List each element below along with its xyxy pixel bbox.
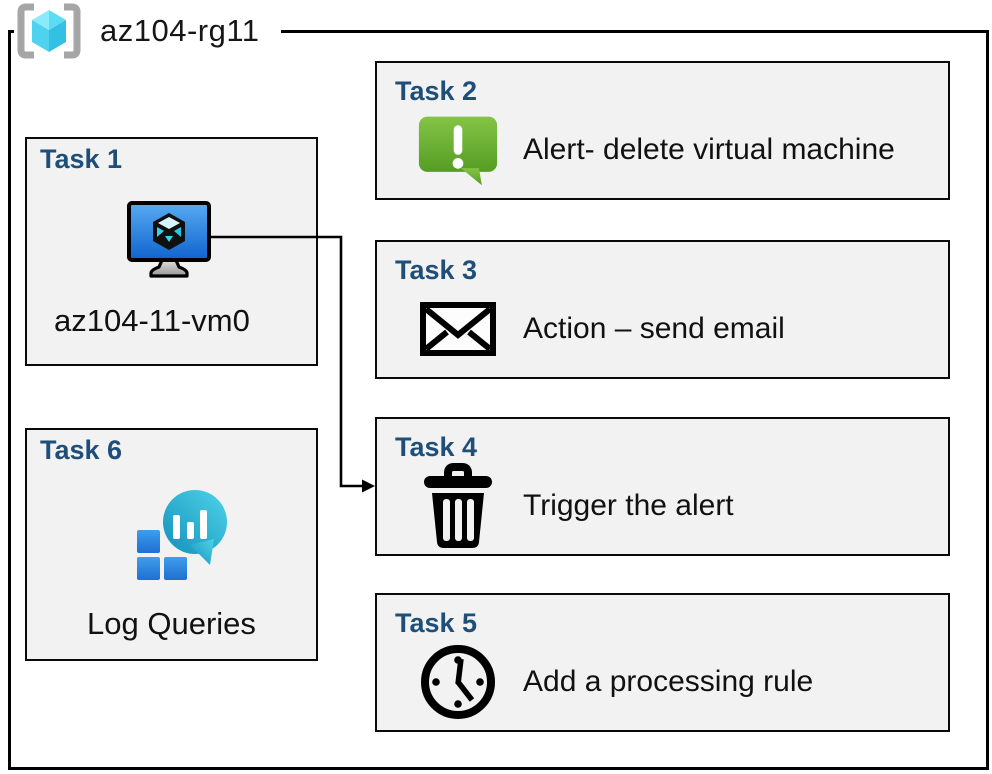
task-6-box: Task 6 Log Queries: [25, 428, 318, 661]
task-3-box: Task 3 Action – send email: [375, 240, 950, 379]
trash-can-icon: [424, 462, 492, 548]
task-2-box: Task 2 Alert- delete vir: [375, 61, 950, 200]
task-6-label: Log Queries: [87, 606, 256, 641]
alert-message-icon: [418, 116, 498, 185]
task-6-header: Task 6: [40, 435, 123, 465]
task-2-header: Task 2: [395, 76, 478, 106]
virtual-machine-icon: [127, 201, 211, 278]
task-4-box: Task 4 Trigger the alert: [375, 417, 950, 556]
resource-group-title: az104-rg11: [100, 13, 260, 48]
task-4-label: Trigger the alert: [523, 488, 734, 522]
task-2-label: Alert- delete virtual machine: [523, 132, 895, 166]
clock-icon: [421, 644, 495, 719]
email-envelope-icon: [420, 301, 496, 356]
task-5-header: Task 5: [395, 608, 478, 638]
task-4-header: Task 4: [395, 432, 478, 462]
resource-group-icon: [17, 3, 81, 59]
task-5-label: Add a processing rule: [523, 664, 814, 698]
log-analytics-icon: [137, 490, 227, 580]
task-1-header: Task 1: [40, 144, 123, 174]
title-border-gap: [14, 26, 281, 37]
task-1-box: Task 1 az104-11-vm0: [25, 137, 318, 366]
task-3-label: Action – send email: [523, 311, 785, 345]
task-1-label: az104-11-vm0: [54, 303, 250, 338]
task-5-box: Task 5 Add a processing rule: [375, 593, 950, 732]
task-3-header: Task 3: [395, 255, 478, 285]
